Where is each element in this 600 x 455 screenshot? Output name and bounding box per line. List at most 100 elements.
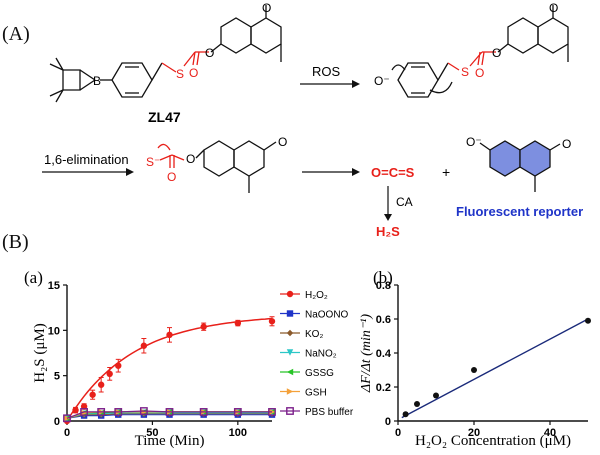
legend-marker — [286, 368, 294, 376]
sulfur-atom-2: S — [461, 65, 469, 79]
panel-b-label: (b) — [373, 268, 393, 287]
data-point — [585, 317, 591, 324]
data-point — [72, 406, 79, 414]
oxygen-atom-6: O — [549, 1, 558, 15]
sulfur-anion: S⁻ — [146, 155, 160, 169]
y-tick-label: 0.2 — [376, 382, 391, 394]
legend-marker — [286, 349, 294, 356]
thiocarbonate-linker-1 — [161, 51, 209, 73]
legend-label: NaOONO — [305, 310, 349, 321]
data-point — [268, 408, 276, 416]
x-tick-label: 100 — [229, 427, 247, 439]
data-point — [114, 408, 123, 416]
y-axis-label: H₂S (μM) — [32, 323, 48, 383]
legend-label: H₂O₂ — [305, 290, 328, 301]
coumarin-2 — [497, 5, 569, 62]
ocs-label: O=C=S — [371, 165, 415, 180]
data-point — [115, 362, 122, 369]
oxygen-atom-1: O — [189, 66, 198, 80]
legend-label: GSSG — [305, 368, 334, 379]
data-point — [97, 408, 106, 416]
y-tick-label: 10 — [48, 325, 60, 337]
y-tick-label: 15 — [48, 280, 60, 292]
series-line — [66, 410, 272, 419]
data-point — [63, 414, 71, 423]
section-a-label: (A) — [2, 23, 30, 45]
y-tick-label: 0.8 — [376, 280, 391, 292]
oxygen-atom-8: O — [186, 152, 195, 166]
boron-atom: B — [93, 74, 101, 88]
ros-label: ROS — [312, 64, 341, 79]
reporter-oxygen: O — [562, 137, 571, 151]
y-axis-label: ΔF/Δt (min⁻¹) — [359, 314, 374, 394]
data-point — [89, 391, 96, 398]
data-point — [268, 318, 276, 325]
data-point — [433, 392, 439, 399]
legend-marker — [286, 310, 294, 317]
zl47-structure — [49, 57, 163, 103]
elimination-arrow-head — [126, 168, 134, 176]
plus-sign: + — [442, 164, 450, 180]
data-point — [234, 319, 242, 327]
legend-label: NaNO₂ — [305, 349, 337, 360]
data-point — [139, 407, 148, 415]
data-point — [414, 401, 420, 407]
ocs-arrow-head — [352, 168, 360, 176]
x-tick-label: 40 — [544, 427, 556, 439]
y-tick-label: 0 — [54, 416, 60, 428]
legend-marker — [286, 329, 294, 337]
thiocarbonate-linker-2 — [447, 51, 496, 71]
ros-arrow-head — [352, 80, 360, 88]
oxygen-atom-3: O — [262, 1, 271, 15]
oxygen-atom-4: O — [475, 66, 484, 80]
ca-label: CA — [396, 195, 413, 209]
legend-label: KO₂ — [305, 329, 323, 340]
data-point — [166, 331, 173, 339]
legend-marker — [286, 388, 294, 395]
section-b-label: (B) — [2, 231, 29, 253]
reporter-oxygen-minus: O⁻ — [466, 135, 482, 149]
data-point — [233, 408, 242, 416]
thiocarbonate-anion — [157, 143, 185, 168]
series-0 — [401, 317, 591, 419]
data-point — [199, 408, 208, 416]
x-tick-label: 0 — [64, 427, 70, 439]
x-axis-label: H₂O₂ Concentration (μM) — [415, 433, 571, 449]
x-tick-label: 50 — [146, 427, 158, 439]
zl47-label: ZL47 — [148, 109, 181, 125]
data-point — [471, 367, 477, 373]
oxygen-atom-9: O — [278, 135, 287, 149]
y-tick-label: 0.4 — [376, 348, 392, 360]
coumarin-1 — [210, 5, 282, 62]
data-point — [165, 408, 174, 416]
sulfur-atom-1: S — [176, 67, 184, 81]
series-6 — [63, 407, 276, 423]
elimination-label: 1,6-elimination — [44, 152, 129, 167]
data-point — [402, 411, 409, 418]
x-tick-label: 0 — [395, 427, 401, 439]
oxygen-atom-2: O — [205, 46, 214, 60]
phenolate-oxygen: O⁻ — [374, 74, 390, 88]
data-point — [80, 408, 88, 416]
fit-line — [401, 318, 589, 419]
x-axis-label: Time (Min) — [135, 433, 205, 449]
ca-arrow-head — [384, 214, 392, 221]
h2s-label: H₂S — [376, 224, 400, 239]
panel-a-label: (a) — [24, 268, 43, 287]
y-tick-label: 0 — [385, 416, 391, 428]
y-tick-label: 0.6 — [376, 314, 391, 326]
oxygen-atom-5: O — [492, 46, 501, 60]
oxygen-atom-7: O — [167, 170, 176, 184]
fluorescent-reporter-structure — [479, 140, 561, 192]
fluorescent-reporter-label: Fluorescent reporter — [456, 204, 583, 219]
data-point — [200, 323, 207, 330]
legend-marker — [286, 290, 294, 298]
y-tick-label: 5 — [54, 371, 60, 383]
coumarin-3 — [195, 140, 277, 193]
x-tick-label: 20 — [468, 427, 480, 439]
legend-label: GSH — [305, 388, 327, 399]
data-point — [140, 342, 148, 349]
